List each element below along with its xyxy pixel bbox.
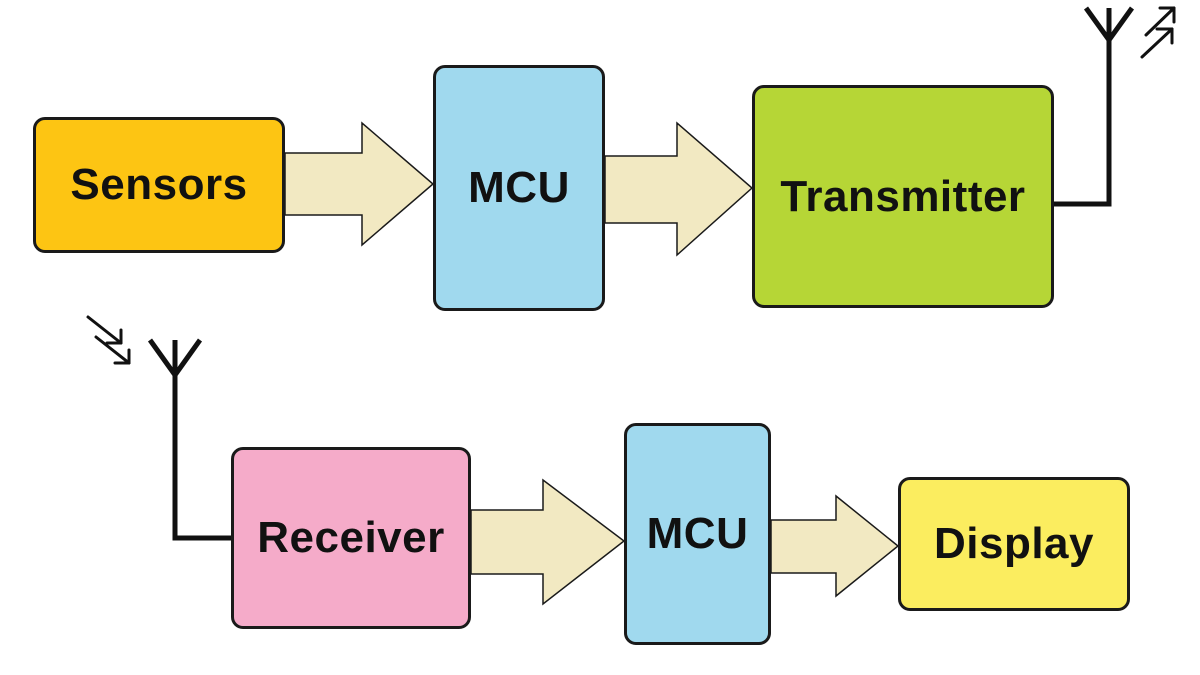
- mcu-label: MCU: [646, 509, 749, 558]
- transmitter-label: Transmitter: [780, 171, 1026, 221]
- receiver-block: Receiver: [231, 447, 471, 629]
- antenna-icon: [1054, 6, 1135, 207]
- sensors-block: Sensors: [33, 117, 285, 253]
- receiver-label: Receiver: [257, 513, 445, 562]
- arrow-mcu-to-transmitter: [604, 121, 754, 257]
- mcu-label: MCU: [468, 163, 570, 212]
- display-block: Display: [898, 477, 1130, 611]
- mcu-block-transmit: MCU: [433, 65, 605, 311]
- display-label: Display: [933, 519, 1094, 568]
- mcu-block-receive: MCU: [624, 423, 771, 645]
- signal-out-icon: [1140, 6, 1176, 59]
- sensors-label: Sensors: [70, 160, 248, 209]
- arrow-sensors-to-mcu: [284, 121, 435, 247]
- signal-in-icon: [86, 315, 131, 365]
- antenna-icon: [147, 338, 231, 541]
- arrow-receiver-to-mcu: [470, 478, 626, 606]
- transmitter-block: Transmitter: [752, 85, 1054, 308]
- arrow-mcu-to-display: [770, 494, 900, 598]
